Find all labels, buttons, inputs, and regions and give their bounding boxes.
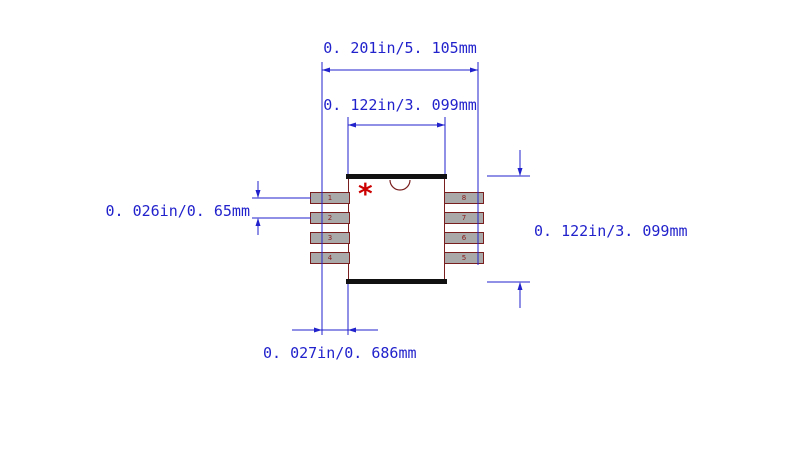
pin-number-7: 7	[461, 213, 467, 222]
pin-number-6: 6	[461, 233, 467, 242]
pin-pad-7: 7	[444, 212, 484, 224]
dimension-label-pin-pitch: 0. 026in/0. 65mm	[105, 202, 251, 220]
pin-number-5: 5	[461, 253, 467, 262]
pin-number-8: 8	[461, 193, 467, 202]
dimension-label-body-height: 0. 122in/3. 099mm	[534, 222, 688, 240]
pin-number-1: 1	[327, 193, 333, 202]
pin-pad-6: 6	[444, 232, 484, 244]
pin-pad-2: 2	[310, 212, 350, 224]
pin1-marker: *	[358, 177, 373, 210]
dim-body-width-lines	[347, 117, 446, 174]
pin-number-4: 4	[327, 253, 333, 262]
dimension-label-lead-span: 0. 201in/5. 105mm	[323, 39, 477, 57]
ic-body	[348, 176, 445, 284]
dim-pad-length-lines	[292, 284, 378, 335]
pin-number-3: 3	[327, 233, 333, 242]
dim-pin-pitch-lines	[252, 181, 311, 235]
dimension-label-pad-length: 0. 027in/0. 686mm	[263, 344, 417, 362]
pin-pad-3: 3	[310, 232, 350, 244]
pin-pad-1: 1	[310, 192, 350, 204]
pin-number-2: 2	[327, 213, 333, 222]
ic-bottom-edge	[346, 279, 447, 284]
dimension-label-body-width: 0. 122in/3. 099mm	[323, 96, 477, 114]
pin-pad-8: 8	[444, 192, 484, 204]
ic-top-edge	[346, 174, 447, 179]
dim-body-height-lines	[487, 150, 530, 308]
pin-pad-4: 4	[310, 252, 350, 264]
pin-pad-5: 5	[444, 252, 484, 264]
